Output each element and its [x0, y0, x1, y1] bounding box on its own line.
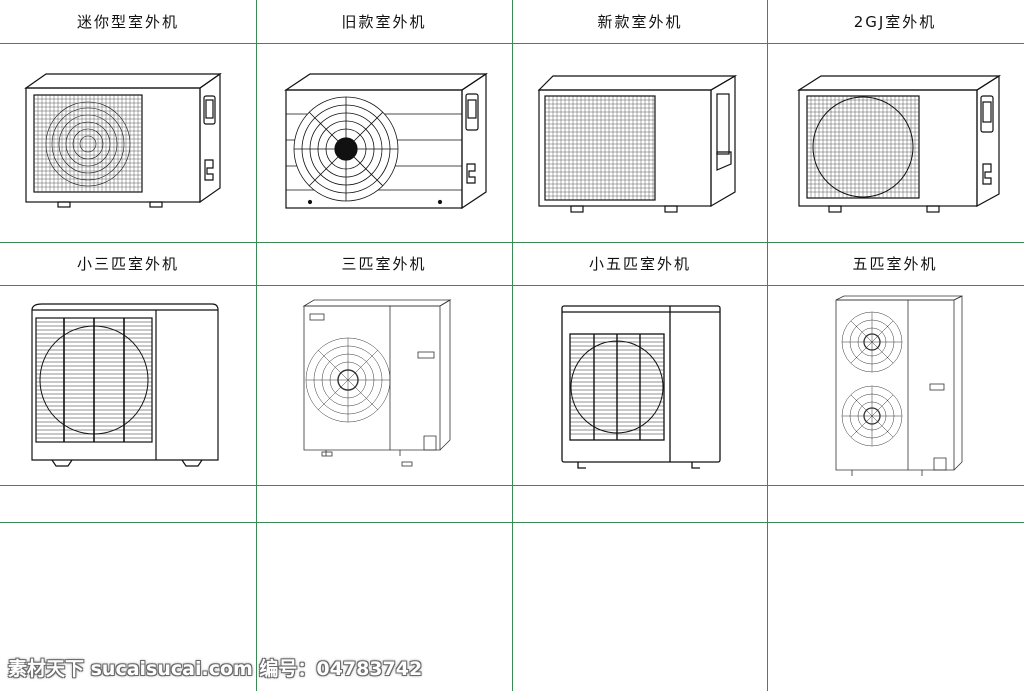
unit-title-mini: 迷你型室外机: [76, 13, 179, 31]
5hp-outdoor-unit-drawing: [835, 295, 963, 476]
small-3hp-outdoor-unit-drawing: [31, 303, 219, 467]
unit-title-2gj: 2GJ室外机: [853, 13, 937, 31]
watermark: 素材天下 sucaisucai.com 编号：04783742: [8, 658, 423, 680]
old-outdoor-unit-drawing: [284, 72, 488, 210]
grid-divider: [767, 0, 768, 691]
unit-title-small-3hp: 小三匹室外机: [76, 255, 179, 273]
small-5hp-outdoor-unit-drawing: [561, 305, 721, 469]
grid-divider: [512, 0, 513, 691]
unit-title-new: 新款室外机: [597, 13, 683, 31]
grid-divider: [0, 522, 1024, 523]
grid-divider: [0, 43, 1024, 44]
unit-title-5hp: 五匹室外机: [852, 255, 938, 273]
grid-divider: [0, 485, 1024, 486]
new-outdoor-unit-drawing: [537, 74, 738, 213]
3hp-outdoor-unit-drawing: [302, 299, 452, 467]
grid-divider: [256, 0, 257, 691]
unit-title-old: 旧款室外机: [341, 13, 427, 31]
unit-title-3hp: 三匹室外机: [341, 255, 427, 273]
unit-title-small-5hp: 小五匹室外机: [588, 255, 691, 273]
mini-outdoor-unit-drawing: [24, 72, 222, 208]
grid-divider: [0, 242, 1024, 243]
grid-divider: [0, 285, 1024, 286]
2gj-outdoor-unit-drawing: [796, 74, 1002, 213]
